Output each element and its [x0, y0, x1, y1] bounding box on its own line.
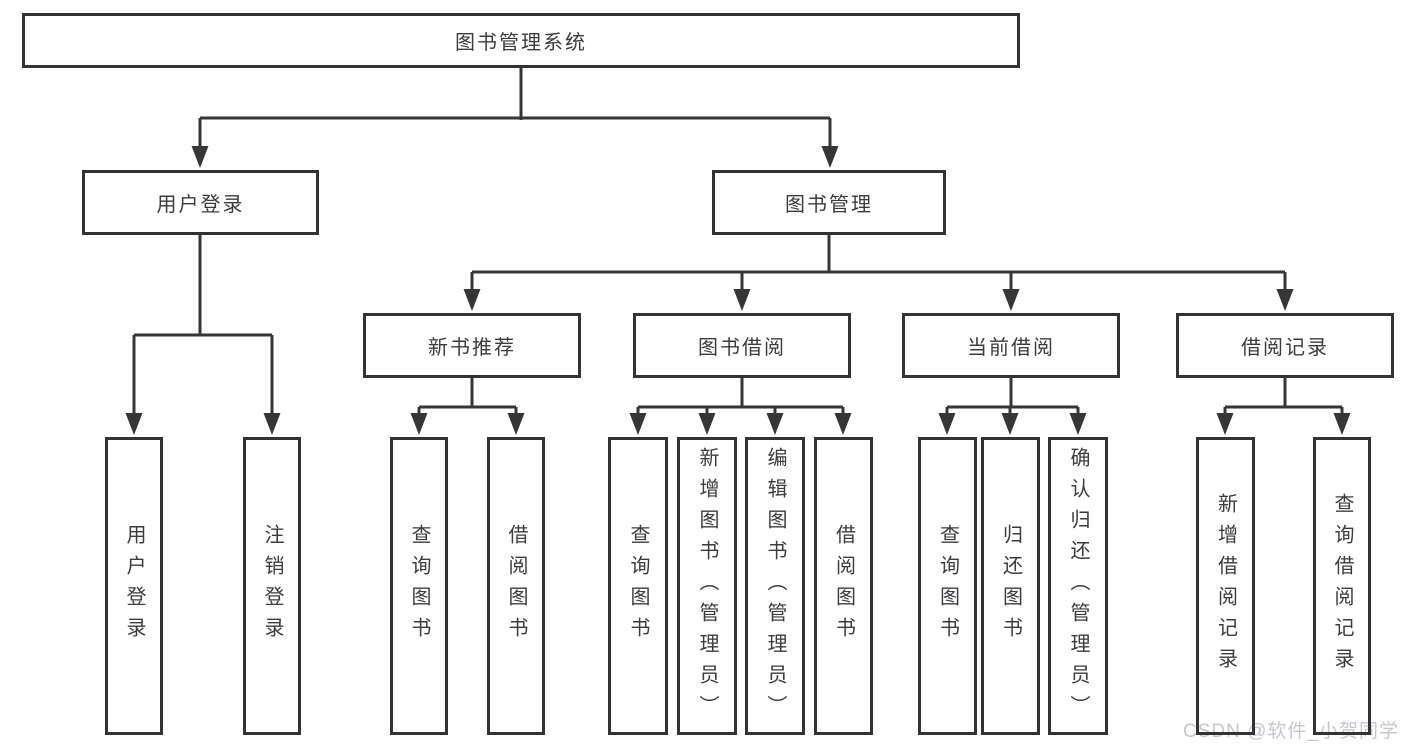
leaf-logout-label: 注销登录 [261, 524, 283, 648]
connector-path [132, 68, 1344, 416]
leaf-borrow-query-books: 查询图书 [608, 437, 668, 735]
node-new-book-recommend: 新书推荐 [363, 313, 581, 378]
arrowhead-icon [1216, 413, 1234, 435]
node-new-book-recommend-label: 新书推荐 [428, 337, 516, 359]
node-root: 图书管理系统 [22, 13, 1020, 68]
node-book-borrow-label: 图书借阅 [698, 337, 786, 359]
arrowhead-icon [125, 413, 143, 435]
leaf-confirm-return-admin: 确认归还（管理员） [1048, 437, 1108, 735]
leaf-borrow-books: 借阅图书 [814, 437, 873, 735]
arrowhead-icon [1002, 289, 1020, 311]
node-book-management: 图书管理 [712, 170, 946, 235]
leaf-query-borrow-record-label: 查询借阅记录 [1331, 493, 1353, 679]
node-book-borrow: 图书借阅 [633, 313, 851, 378]
arrowhead-icon [1276, 289, 1294, 311]
arrowhead-icon [191, 146, 209, 168]
node-user-login-label: 用户登录 [156, 194, 245, 216]
leaf-confirm-return-admin-label: 确认归还（管理员） [1067, 446, 1089, 726]
leaf-add-borrow-record-label: 新增借阅记录 [1214, 493, 1237, 679]
arrowhead-icon [821, 146, 839, 168]
arrowhead-icon [463, 289, 481, 311]
arrowhead-icon [629, 413, 647, 435]
arrowhead-icon [733, 289, 751, 311]
node-user-login: 用户登录 [82, 170, 319, 235]
leaf-logout: 注销登录 [243, 437, 301, 735]
node-current-borrow: 当前借阅 [902, 313, 1120, 378]
leaf-newbook-borrow-books: 借阅图书 [487, 437, 545, 735]
leaf-query-borrow-record: 查询借阅记录 [1313, 437, 1371, 735]
arrowhead-icon [1333, 413, 1351, 435]
arrowhead-icon [507, 413, 525, 435]
node-book-management-label: 图书管理 [785, 194, 873, 216]
leaf-borrow-query-books-label: 查询图书 [627, 524, 649, 648]
leaf-return-books-label: 归还图书 [999, 524, 1022, 648]
arrowhead-icon [410, 413, 428, 435]
arrowhead-icon [263, 413, 281, 435]
leaf-user-login: 用户登录 [105, 437, 163, 735]
leaf-current-query-books: 查询图书 [918, 437, 977, 735]
leaf-user-login-label: 用户登录 [123, 524, 145, 648]
node-current-borrow-label: 当前借阅 [967, 337, 1055, 359]
leaf-return-books: 归还图书 [981, 437, 1040, 735]
leaf-newbook-query-books-label: 查询图书 [408, 524, 430, 648]
csdn-watermark: CSDN @软件_小贺同学 [1183, 721, 1399, 742]
arrowhead-icon [938, 413, 956, 435]
node-root-label: 图书管理系统 [455, 32, 587, 54]
leaf-add-borrow-record: 新增借阅记录 [1196, 437, 1255, 735]
leaf-add-books-admin-label: 新增图书（管理员） [696, 446, 718, 726]
arrowhead-icon [1069, 413, 1087, 435]
node-borrow-records-label: 借阅记录 [1241, 337, 1329, 359]
leaf-current-query-books-label: 查询图书 [936, 524, 959, 648]
arrowhead-icon [698, 413, 716, 435]
leaf-newbook-borrow-books-label: 借阅图书 [505, 524, 527, 648]
leaf-edit-books-admin-label: 编辑图书（管理员） [764, 446, 786, 726]
leaf-borrow-books-label: 借阅图书 [832, 524, 855, 648]
leaf-newbook-query-books: 查询图书 [390, 437, 448, 735]
leaf-add-books-admin: 新增图书（管理员） [677, 437, 737, 735]
leaf-edit-books-admin: 编辑图书（管理员） [745, 437, 805, 735]
node-borrow-records: 借阅记录 [1176, 313, 1394, 378]
arrowhead-icon [1001, 413, 1019, 435]
arrowhead-icon [834, 413, 852, 435]
arrowhead-icon [766, 413, 784, 435]
